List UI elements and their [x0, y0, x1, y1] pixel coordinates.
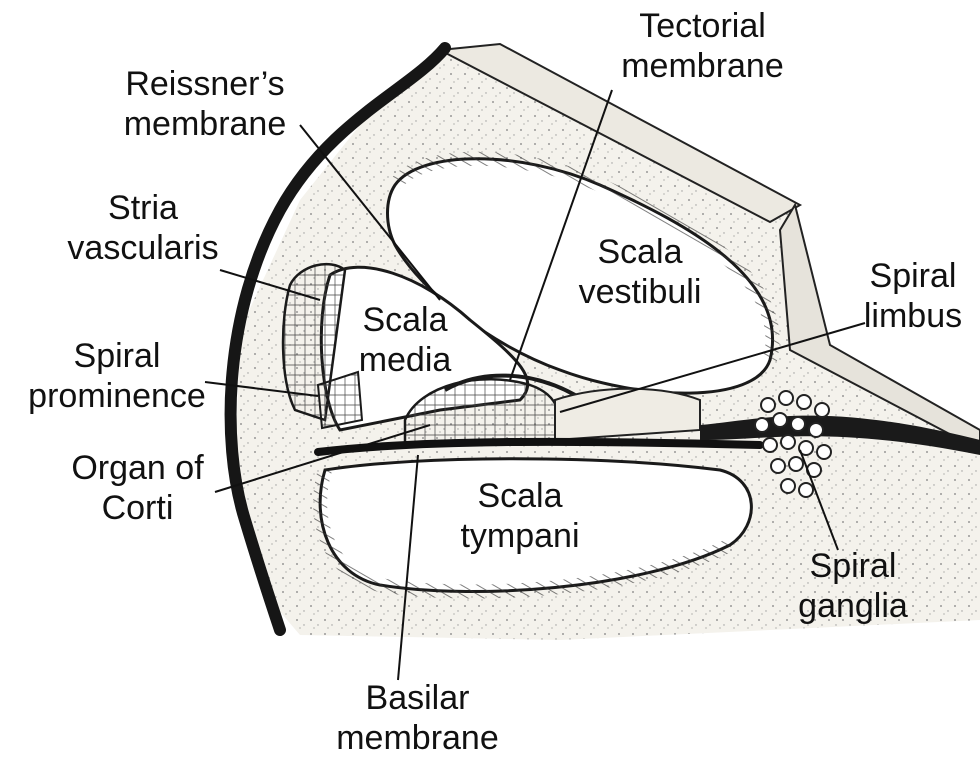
label-reissners-membrane: Reissner’s membrane	[100, 64, 310, 144]
label-spiral-limbus: Spiral limbus	[848, 256, 978, 336]
label-stria-vascularis: Stria vascularis	[58, 188, 228, 268]
label-scala-tympani: Scala tympani	[440, 476, 600, 556]
label-organ-of-corti: Organ of Corti	[55, 448, 220, 528]
label-spiral-prominence: Spiral prominence	[12, 336, 222, 416]
label-basilar-membrane: Basilar membrane	[310, 678, 525, 758]
label-tectorial-membrane: Tectorial membrane	[595, 6, 810, 86]
label-scala-vestibuli: Scala vestibuli	[560, 232, 720, 312]
label-scala-media: Scala media	[340, 300, 470, 380]
spiral-limbus-tissue	[555, 389, 700, 440]
label-spiral-ganglia: Spiral ganglia	[778, 546, 928, 626]
